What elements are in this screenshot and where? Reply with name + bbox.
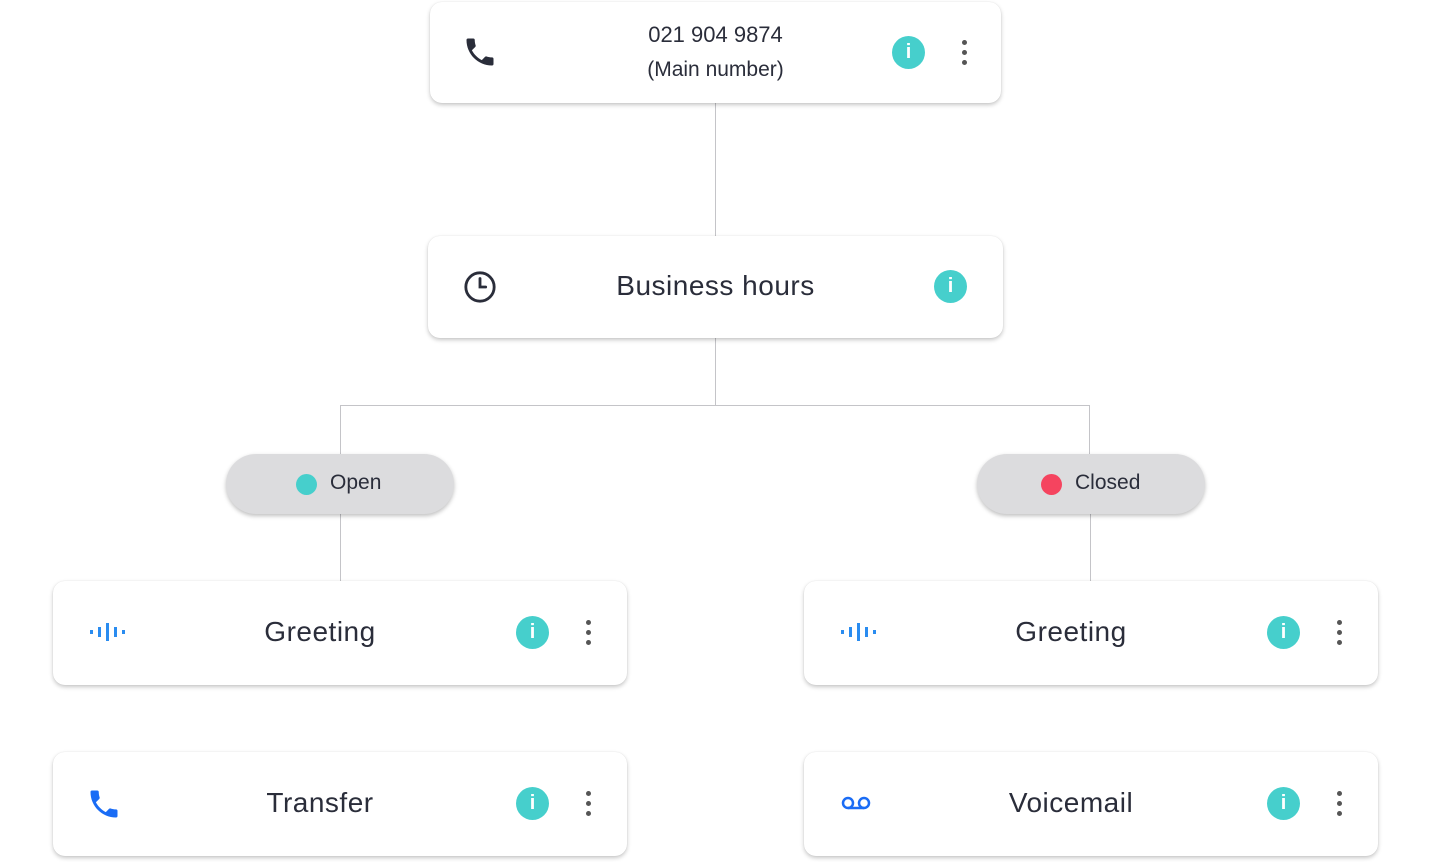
more-options-icon[interactable] [962, 40, 968, 70]
greeting-label: Greeting [1015, 616, 1127, 647]
greeting-label: Greeting [264, 616, 376, 647]
open-status-dot [296, 474, 317, 495]
info-icon[interactable]: i [892, 36, 925, 69]
main-number-node[interactable]: 021 904 9874 (Main number) i [430, 2, 1001, 103]
closed-label: Closed [1075, 471, 1141, 494]
business-hours-node[interactable]: Business hours i [428, 236, 1003, 338]
closed-branch[interactable]: Closed [977, 454, 1205, 514]
connector [715, 338, 716, 405]
voicemail-icon [841, 796, 871, 810]
open-branch[interactable]: Open [226, 454, 454, 514]
closed-status-dot [1041, 474, 1062, 495]
voicemail-label: Voicemail [1008, 787, 1134, 818]
connector [1090, 514, 1091, 581]
info-icon[interactable]: i [1267, 787, 1300, 820]
connector [715, 103, 716, 236]
transfer-node[interactable]: Transfer i [53, 752, 627, 856]
phone-icon [466, 38, 494, 66]
more-options-icon[interactable] [1337, 620, 1343, 650]
phone-icon [90, 790, 118, 818]
connector [340, 405, 341, 455]
audio-wave-icon [90, 623, 125, 641]
more-options-icon[interactable] [586, 791, 592, 821]
open-greeting-node[interactable]: Greeting i [53, 581, 627, 685]
business-hours-label: Business hours [616, 270, 815, 301]
info-icon[interactable]: i [934, 270, 967, 303]
phone-number: 021 904 9874 [648, 22, 783, 47]
info-icon[interactable]: i [516, 787, 549, 820]
clock-icon [464, 271, 496, 303]
info-icon[interactable]: i [1267, 616, 1300, 649]
more-options-icon[interactable] [1337, 791, 1343, 821]
voicemail-node[interactable]: Voicemail i [804, 752, 1378, 856]
connector [340, 405, 1090, 406]
connector [340, 514, 341, 581]
open-label: Open [330, 471, 382, 494]
info-icon[interactable]: i [516, 616, 549, 649]
transfer-label: Transfer [266, 787, 374, 818]
number-subtitle: (Main number) [647, 58, 784, 81]
audio-wave-icon [841, 623, 876, 641]
connector [1089, 405, 1090, 455]
more-options-icon[interactable] [586, 620, 592, 650]
closed-greeting-node[interactable]: Greeting i [804, 581, 1378, 685]
